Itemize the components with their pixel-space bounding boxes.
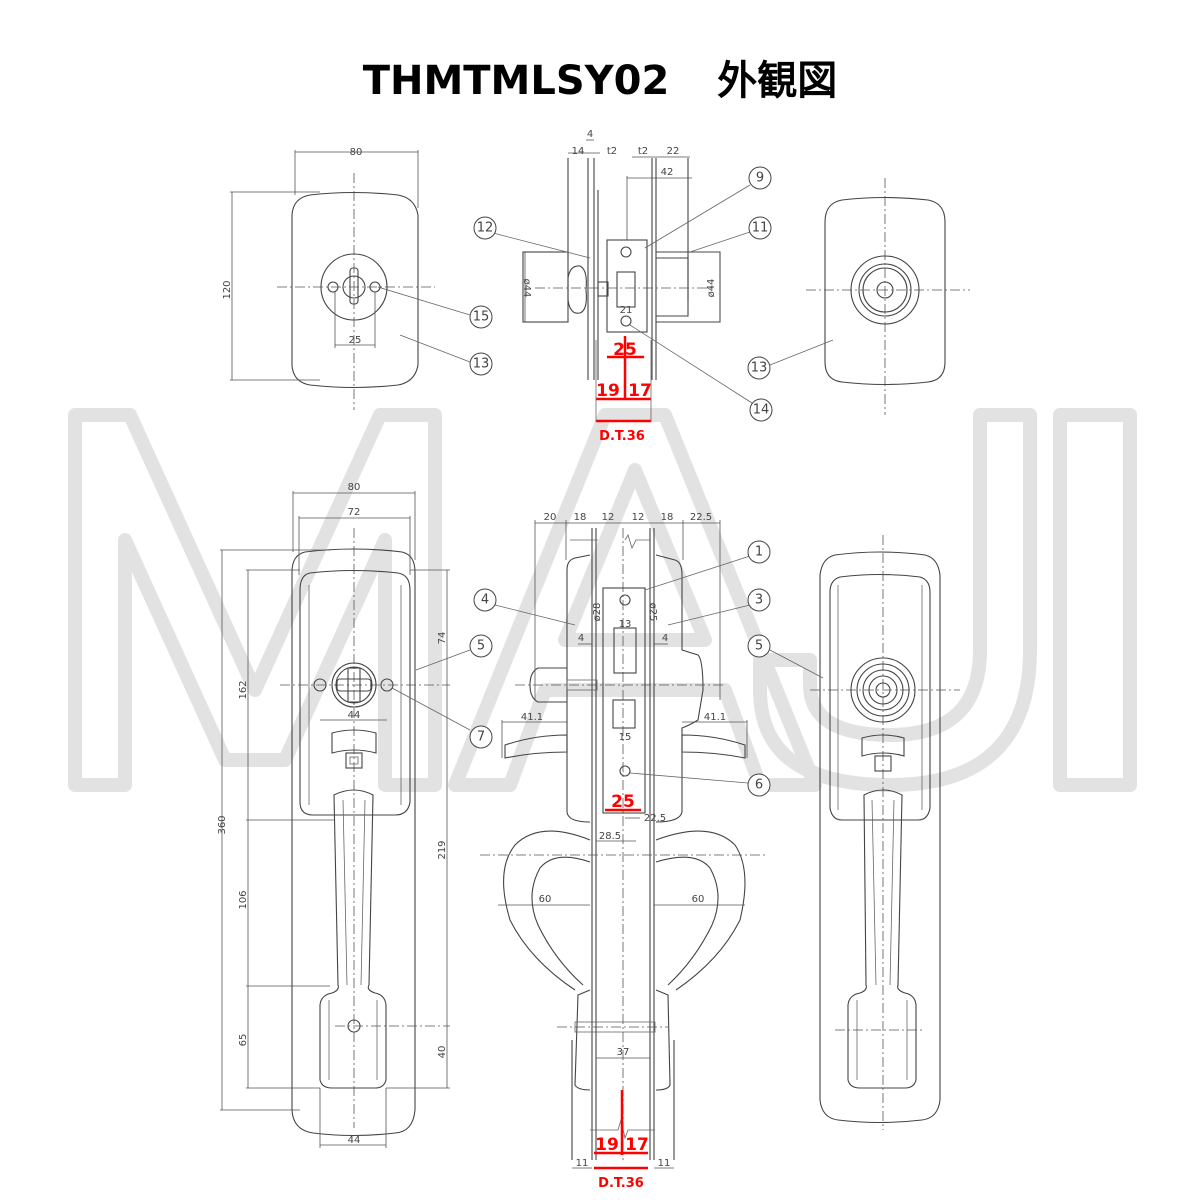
red-door-thickness-bottom: D.T.36 <box>598 1176 644 1191</box>
dim-12-right: 12 <box>632 512 645 523</box>
dim-width-80: 80 <box>350 147 363 158</box>
dim-42: 42 <box>661 167 674 178</box>
dim-inner-72: 72 <box>348 507 361 518</box>
dim-65: 65 <box>238 1034 249 1047</box>
red-dim-17: 17 <box>628 381 652 401</box>
callout-11: 11 <box>752 221 769 236</box>
bottom-back-view: 5 <box>747 535 960 1130</box>
callout-5: 5 <box>477 639 485 654</box>
page-title: THMTMLSY02 外観図 <box>0 48 1200 106</box>
callout-5-back: 5 <box>755 639 763 654</box>
dim-dia44-left: ø44 <box>521 279 532 298</box>
dim-13: 13 <box>619 619 632 630</box>
dim-21: 21 <box>620 305 633 316</box>
dim-60-left: 60 <box>539 894 552 905</box>
callout-9: 9 <box>756 171 764 186</box>
dim-4-left: 4 <box>578 633 584 644</box>
dim-74: 74 <box>437 632 448 645</box>
top-back-view: 13 <box>747 178 970 415</box>
dim-41-1-left: 41.1 <box>521 712 543 723</box>
dim-14: 14 <box>572 146 585 157</box>
dim-22-5: 22.5 <box>690 512 712 523</box>
dim-pitch-44: 44 <box>348 710 361 721</box>
red-dim-19: 19 <box>596 381 620 401</box>
callout-6: 6 <box>755 778 763 793</box>
callout-7: 7 <box>477 730 485 745</box>
dim-t2-left: t2 <box>607 146 617 157</box>
callout-14: 14 <box>753 403 770 418</box>
dim-41-1-right: 41.1 <box>704 712 726 723</box>
top-side-view: 14 4 t2 t2 22 42 ø44 ø44 21 25 19 17 D.T… <box>473 129 773 444</box>
top-front-view: 80 120 25 15 13 <box>222 147 493 410</box>
dim-18-left: 18 <box>574 512 587 523</box>
red-backset-25: 25 <box>613 340 637 360</box>
title-subtitle: 外観図 <box>717 58 838 104</box>
dim-dia44-right: ø44 <box>706 279 717 298</box>
dim-height-120: 120 <box>222 280 233 299</box>
callout-13: 13 <box>473 357 490 372</box>
dim-dia28: ø28 <box>592 603 603 622</box>
dim-40: 40 <box>437 1046 448 1059</box>
red-dim-19-bottom: 19 <box>595 1135 619 1155</box>
dim-219: 219 <box>437 840 448 859</box>
dim-162: 162 <box>238 680 249 699</box>
dim-outer-80: 80 <box>348 482 361 493</box>
dim-22: 22 <box>667 146 680 157</box>
dim-360: 360 <box>217 815 228 834</box>
dim-12-left: 12 <box>602 512 615 523</box>
dim-dia25: ø25 <box>647 603 658 622</box>
callout-12: 12 <box>477 221 494 236</box>
bottom-front-view: 80 72 360 162 106 65 74 219 40 44 44 5 <box>217 482 493 1148</box>
red-dim-17-bottom: 17 <box>625 1135 649 1155</box>
model-number: THMTMLSY02 <box>362 58 670 104</box>
dim-t2-right: t2 <box>638 146 648 157</box>
red-door-thickness: D.T.36 <box>599 429 645 444</box>
dim-11-right: 11 <box>658 1158 671 1169</box>
dim-28-5: 28.5 <box>599 831 621 842</box>
dim-4-right: 4 <box>662 633 668 644</box>
dim-22-5-lower: 22.5 <box>644 813 666 824</box>
dim-4: 4 <box>587 129 593 140</box>
callout-13-back: 13 <box>751 361 768 376</box>
dim-60-right: 60 <box>692 894 705 905</box>
callout-15: 15 <box>473 310 490 325</box>
dim-44: 44 <box>348 1135 361 1146</box>
bottom-side-view: 20 18 12 12 18 22.5 ø28 ø25 13 4 4 41.1 … <box>473 512 771 1191</box>
dim-11-left: 11 <box>576 1158 589 1169</box>
dim-15: 15 <box>619 732 632 743</box>
dim-37: 37 <box>617 1047 630 1058</box>
callout-3: 3 <box>755 593 763 608</box>
dim-18-right: 18 <box>661 512 674 523</box>
callout-4: 4 <box>481 593 489 608</box>
callout-1: 1 <box>755 545 763 560</box>
dim-20: 20 <box>544 512 557 523</box>
red-backset-25-bottom: 25 <box>611 792 635 812</box>
dim-106: 106 <box>238 890 249 909</box>
dim-pitch-25: 25 <box>349 335 362 346</box>
